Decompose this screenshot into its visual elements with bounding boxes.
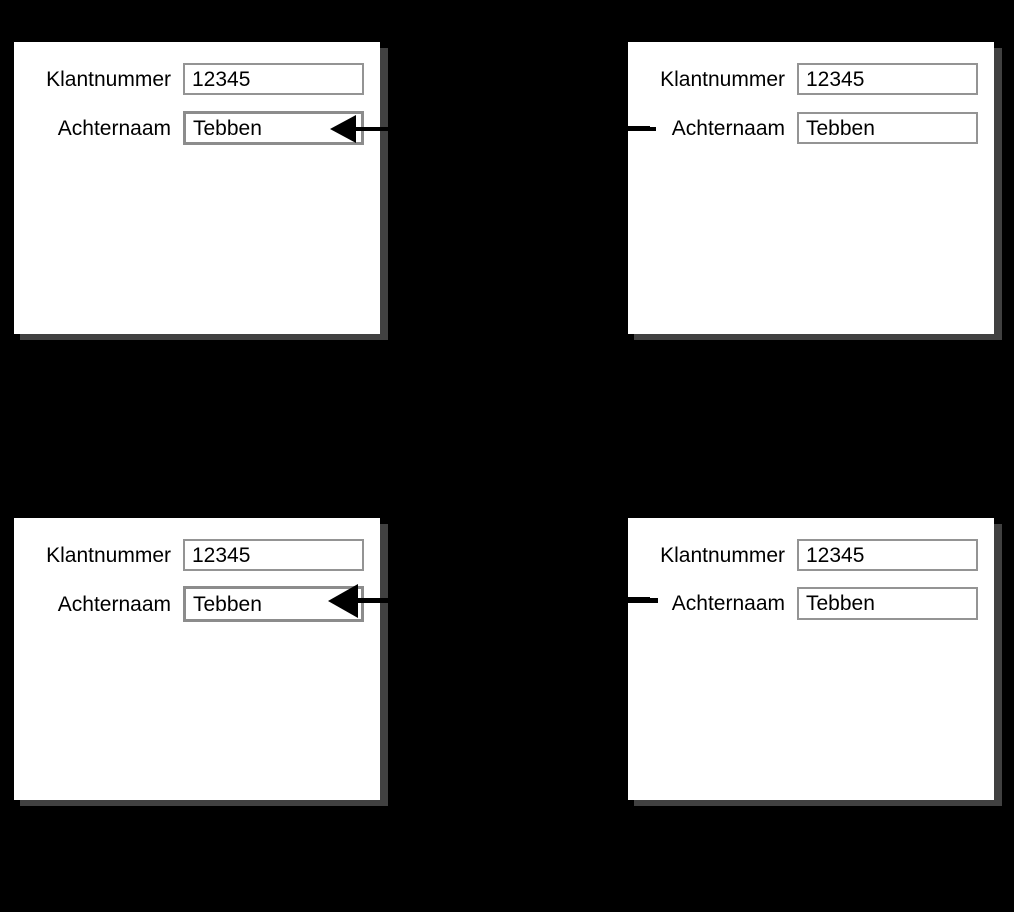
- row-field-klantnummer[interactable]: 12345: [797, 63, 978, 95]
- row-value-achternaam: Tebben: [193, 116, 262, 140]
- panel-bottom-right[interactable]: Klantnummer 12345 Achternaam Tebben: [628, 518, 994, 800]
- panel-top-right[interactable]: Klantnummer 12345 Achternaam Tebben: [628, 42, 994, 334]
- row-label-achternaam: Achternaam: [671, 592, 785, 615]
- row-label-klantnummer: Klantnummer: [46, 543, 171, 567]
- arrow-head-left-icon-bottom-left: [328, 584, 358, 618]
- row-field-achternaam[interactable]: Tebben: [797, 112, 978, 144]
- form-row-achternaam: Achternaam Tebben: [14, 586, 364, 622]
- row-field-klantnummer[interactable]: 12345: [183, 63, 364, 95]
- row-field-klantnummer[interactable]: 12345: [797, 539, 978, 571]
- form-row-achternaam: Achternaam Tebben: [628, 587, 978, 620]
- row-label-klantnummer: Klantnummer: [46, 67, 171, 91]
- connector-line-bottom: [358, 598, 658, 603]
- row-value-klantnummer: 12345: [806, 543, 865, 567]
- row-label-achternaam: Achternaam: [57, 116, 171, 140]
- form-row-klantnummer: Klantnummer 12345: [628, 539, 978, 571]
- row-field-achternaam[interactable]: Tebben: [797, 587, 978, 620]
- row-label-klantnummer: Klantnummer: [660, 67, 785, 91]
- row-value-achternaam: Tebben: [806, 116, 875, 140]
- row-label-klantnummer: Klantnummer: [660, 543, 785, 567]
- row-value-achternaam: Tebben: [806, 592, 875, 615]
- form-row-klantnummer: Klantnummer 12345: [14, 63, 364, 95]
- row-value-klantnummer: 12345: [192, 543, 251, 567]
- arrow-head-left-icon-top-left: [330, 115, 356, 143]
- form-row-achternaam: Achternaam Tebben: [628, 112, 978, 144]
- connector-stub-bottom-right: [628, 597, 650, 602]
- connector-line-top: [356, 127, 656, 131]
- form-row-achternaam: Achternaam Tebben: [14, 111, 364, 145]
- row-value-klantnummer: 12345: [192, 67, 251, 91]
- row-label-achternaam: Achternaam: [671, 116, 785, 140]
- row-value-achternaam: Tebben: [193, 592, 262, 616]
- panel-top-left[interactable]: Klantnummer 12345 Achternaam Tebben: [14, 42, 380, 334]
- form-row-klantnummer: Klantnummer 12345: [14, 539, 364, 571]
- row-field-klantnummer[interactable]: 12345: [183, 539, 364, 571]
- connector-stub-top-right: [628, 126, 650, 130]
- form-row-klantnummer: Klantnummer 12345: [628, 63, 978, 95]
- row-label-achternaam: Achternaam: [57, 592, 171, 616]
- row-value-klantnummer: 12345: [806, 67, 865, 91]
- panel-bottom-left[interactable]: Klantnummer 12345 Achternaam Tebben: [14, 518, 380, 800]
